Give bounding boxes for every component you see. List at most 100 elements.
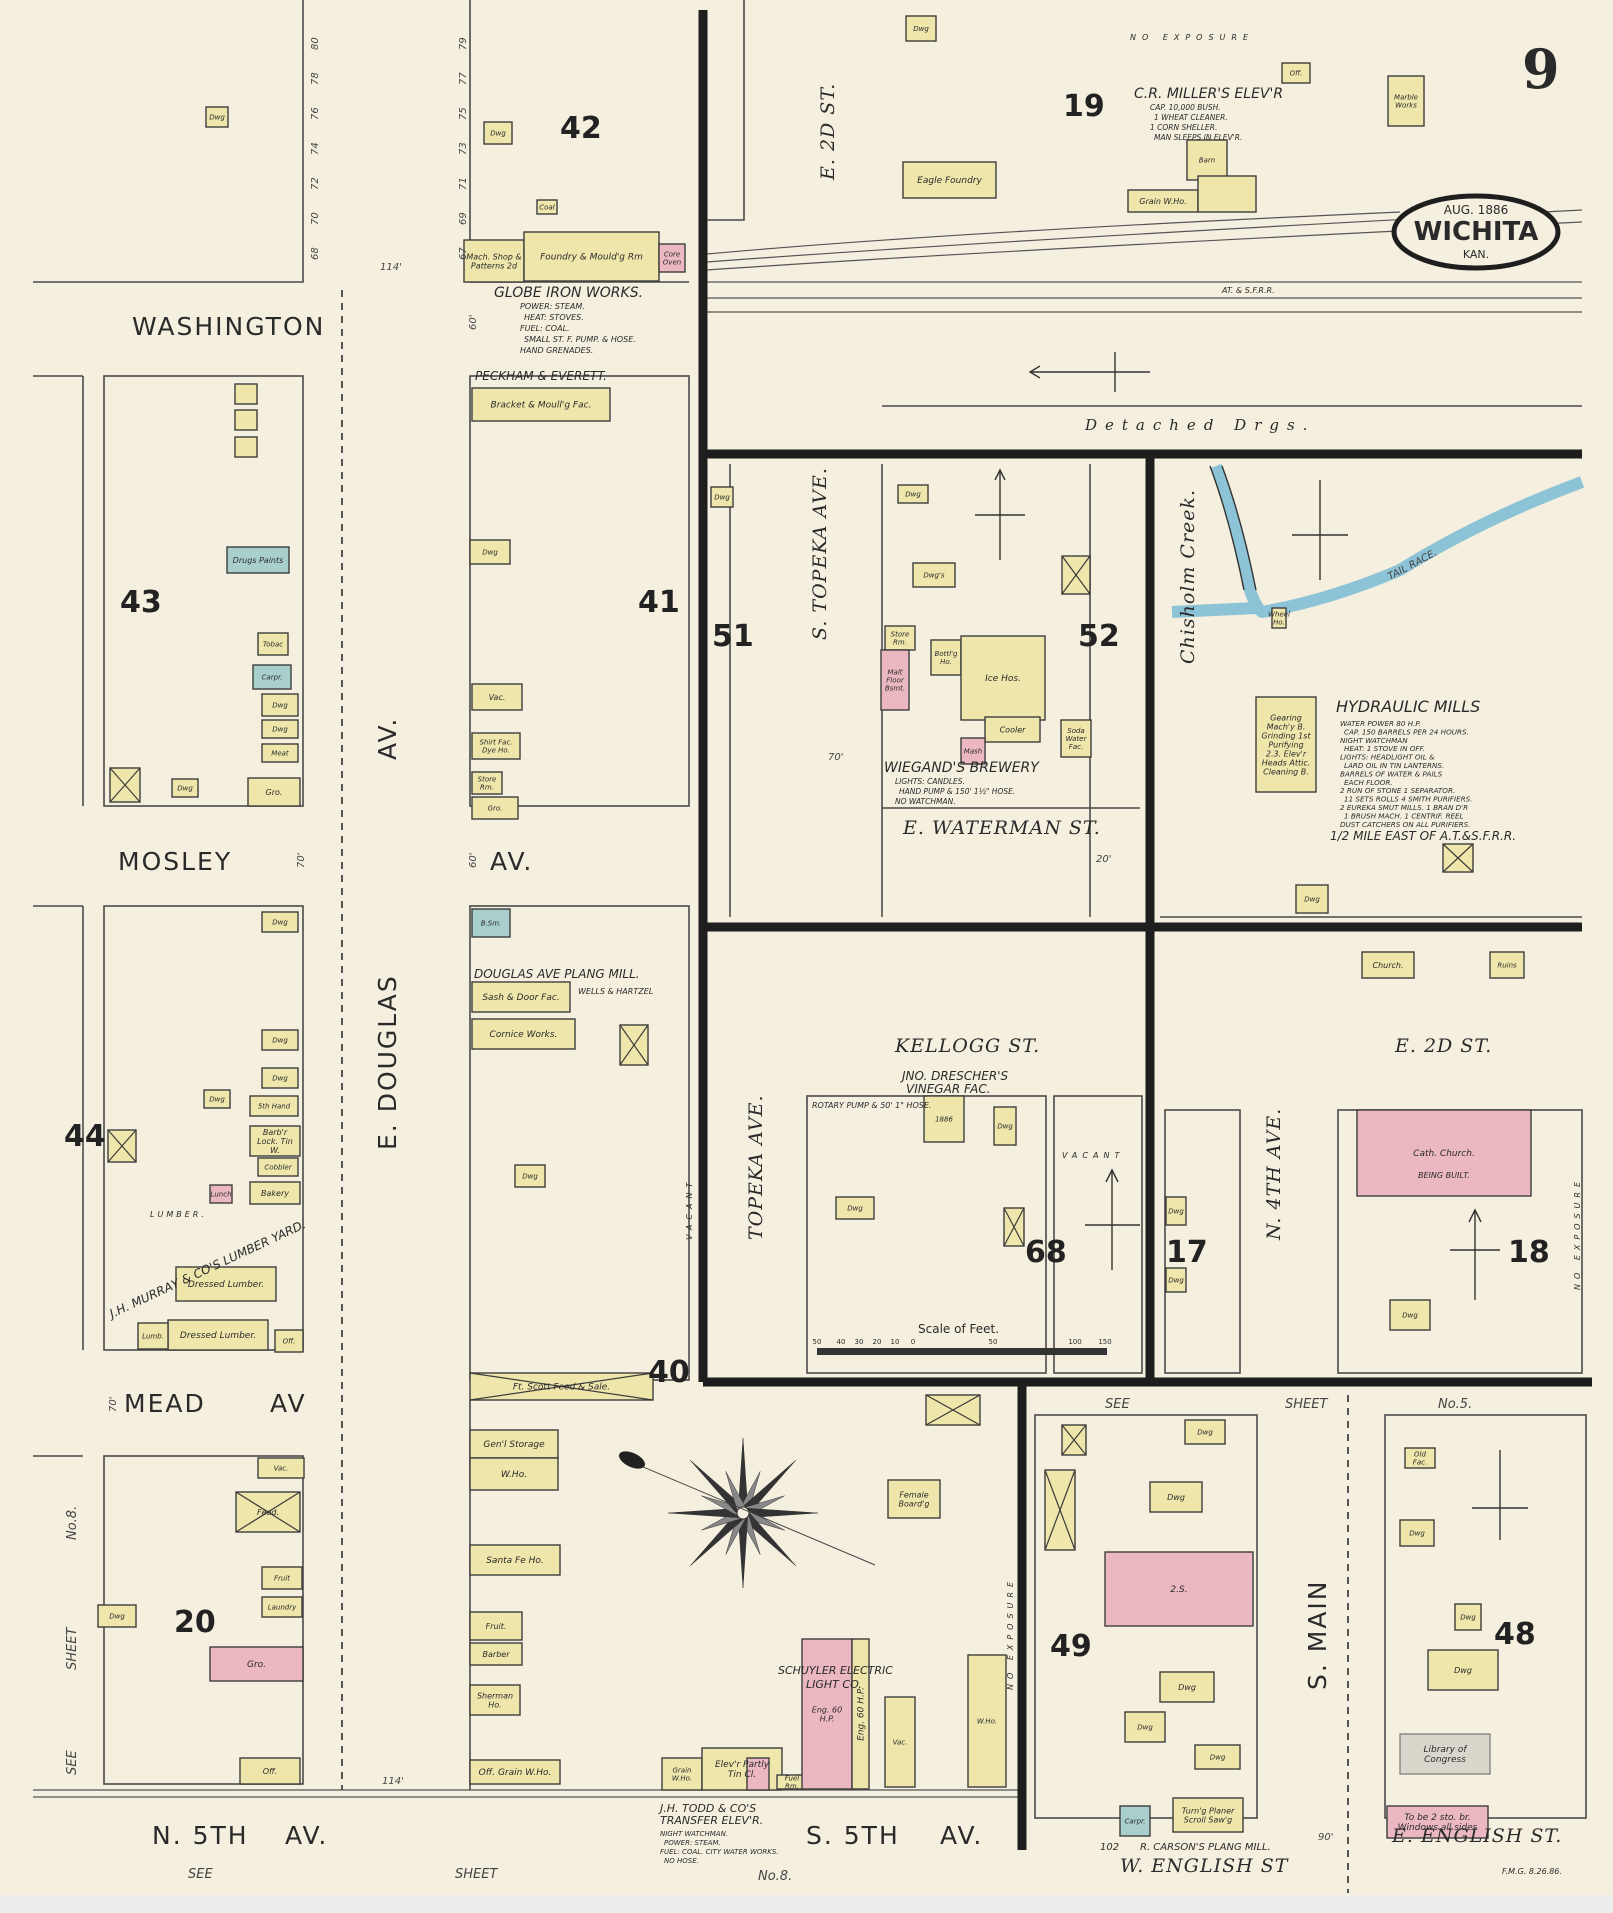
cross-mark	[109, 767, 141, 803]
building-label-line: Turn'g Planer	[1182, 1806, 1235, 1815]
building-footprint	[1165, 1196, 1187, 1226]
note-line: HAND PUMP & 150' 1½" HOSE.	[899, 787, 1015, 796]
building	[884, 1696, 916, 1788]
building-footprint	[993, 1106, 1017, 1146]
drescher-title2: VINEGAR FAC.	[906, 1082, 991, 1096]
building	[1197, 175, 1257, 213]
note-line: SMALL ST. F. PUMP. & HOSE.	[524, 335, 636, 344]
building-footprint	[171, 778, 199, 798]
scale-tick: 50	[989, 1338, 998, 1346]
building-label-line: Eagle Foundry	[917, 176, 982, 186]
building-label: Gro.	[247, 1660, 266, 1670]
building-label-line: 5th Hand	[258, 1103, 291, 1111]
building-label-line: Off.	[283, 1338, 296, 1346]
building	[274, 1329, 304, 1353]
building-label: Lunch	[210, 1191, 231, 1199]
building-label-line: Dwg	[1137, 1724, 1153, 1732]
building-label-line: Dwg	[272, 1037, 288, 1045]
building	[930, 639, 962, 676]
scale-tick: 50	[813, 1338, 822, 1346]
note-line: CAP. 150 BARRELS PER 24 HOURS.	[1344, 727, 1469, 736]
building-label: Off.	[263, 1767, 278, 1776]
building-label-line: Barber	[483, 1650, 511, 1659]
building-label-line: Gro.	[247, 1660, 266, 1670]
building-label-line: Ho.	[1273, 619, 1285, 627]
building	[960, 635, 1046, 721]
building-label: Dwg	[177, 785, 193, 793]
building-label-line: Grain	[673, 1767, 692, 1775]
building	[1399, 1733, 1491, 1775]
building-label: Fruit.	[486, 1622, 507, 1631]
building	[167, 1319, 269, 1351]
building-label-line: Sherman	[477, 1691, 513, 1700]
building-footprint	[257, 1157, 299, 1177]
scale-tick: 40	[837, 1338, 846, 1346]
note-line: DUST CATCHERS ON ALL PURIFIERS.	[1340, 820, 1471, 829]
building	[1061, 555, 1091, 595]
building	[1194, 1744, 1241, 1770]
building	[1271, 607, 1287, 629]
building-label-line: Store	[478, 776, 497, 784]
building-label-line: Dwg	[177, 785, 193, 793]
building-label-line: Congress	[1424, 1755, 1466, 1765]
building-label-line: Windows all sides	[1398, 1823, 1478, 1833]
building-label-line: Tin Cl.	[728, 1770, 756, 1780]
stamp-date: AUG. 1886	[1444, 203, 1508, 217]
building-label-line: 2.S.	[1170, 1585, 1187, 1595]
note-line: CAP. 10,000 BUSH.	[1150, 103, 1221, 112]
building-label: 1886	[935, 1116, 953, 1124]
building-label-line: Cleaning B.	[1263, 767, 1309, 776]
street-mead: MEAD	[124, 1389, 206, 1418]
dim-70-topeka: 70'	[828, 752, 843, 763]
building-label: Dwg's	[923, 572, 944, 580]
building-label-line: W.	[270, 1146, 280, 1155]
building-label-line: Dwg	[847, 1205, 863, 1213]
vacant-horizontal: VACANT	[1062, 1151, 1124, 1160]
building-label: Bakery	[261, 1189, 289, 1198]
scale-bar	[817, 1348, 1107, 1355]
building-label-line: Heads Attic.	[1262, 758, 1311, 767]
building-label: Dwg	[490, 129, 506, 137]
building	[1003, 1207, 1025, 1247]
dim-60-top: 60'	[468, 315, 479, 330]
building-footprint	[923, 1095, 965, 1143]
building-label: Off.	[1290, 70, 1303, 78]
building-footprint	[1197, 175, 1257, 213]
building-label: Dwg	[1168, 1277, 1184, 1285]
street-n4th: N. 4TH AVE.	[1263, 1108, 1285, 1241]
building-footprint	[902, 161, 997, 199]
building	[1295, 884, 1329, 914]
building	[1255, 696, 1317, 793]
building-label: Dwg	[1167, 1493, 1185, 1502]
building-label: Ruins	[1497, 962, 1517, 970]
building-footprint	[930, 639, 962, 676]
building	[97, 1604, 137, 1628]
dimension-labels: 114' 60' 70' 60' 70' 114' 90' 20' 70'	[108, 262, 1333, 1843]
building-label-line: Foundry & Mould'g Rm	[540, 253, 643, 263]
building	[469, 1642, 523, 1666]
building-label: B.Sm.	[481, 920, 502, 928]
building	[249, 1125, 301, 1157]
building-label-line: Wheel	[1268, 611, 1290, 619]
building-label: Dwg	[1178, 1683, 1196, 1692]
house-number: 74	[310, 142, 321, 155]
building-label: 5th Hand	[258, 1103, 291, 1111]
building-label: Fruit	[274, 1575, 290, 1583]
building	[905, 15, 937, 42]
building	[205, 106, 229, 128]
see-bottom: SEE	[188, 1867, 213, 1882]
building-label-line: Lock. Tin	[257, 1137, 293, 1146]
building	[658, 243, 686, 273]
building-label: Gen'l Storage	[483, 1440, 545, 1450]
building-label: Dwg	[847, 1205, 863, 1213]
building	[469, 1429, 559, 1459]
building	[209, 1646, 304, 1682]
building-footprint	[912, 562, 956, 588]
cross-mark	[1003, 1207, 1025, 1247]
building-label-line: Fruit.	[486, 1622, 507, 1631]
street-mosley: MOSLEY	[118, 847, 232, 876]
building-label-line: Carpr.	[1125, 1818, 1146, 1826]
